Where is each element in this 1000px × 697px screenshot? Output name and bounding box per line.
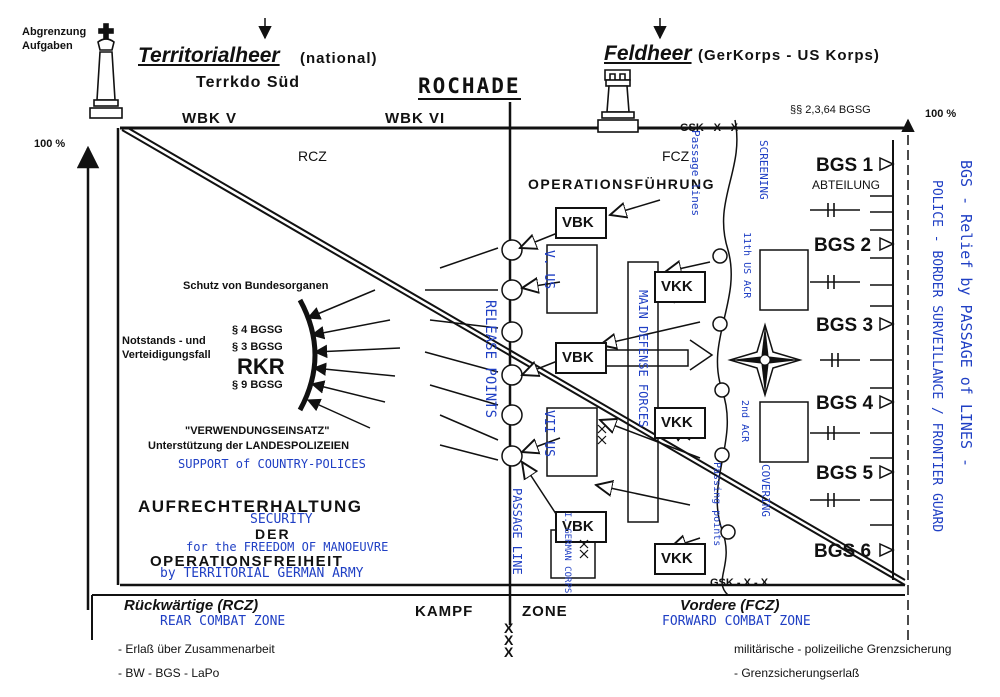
main-defense-handwriting: MAIN DEFENSE FORCES xyxy=(636,290,650,428)
schutz-label: Schutz von Bundesorganen xyxy=(183,280,329,292)
territorialheer-title: Territorialheer xyxy=(138,44,280,67)
pct-right-label: 100 % xyxy=(925,108,957,120)
bgsg-reference: §§ 2,3,64 BGSG xyxy=(790,104,871,116)
german-corps-handwriting: I. GERMAN CORPS xyxy=(562,512,572,594)
us7-handwriting: VII US xyxy=(541,410,556,457)
gsk-bottom-label: GSK - X - X xyxy=(710,577,769,589)
passing-points-handwriting: Passing points xyxy=(711,462,722,547)
erlass-note: - Erlaß über Zusammenarbeit xyxy=(118,642,275,656)
rcz-bottom-label: Rückwärtige (RCZ) xyxy=(124,597,259,614)
second-acr-handwriting: 2nd ACR xyxy=(739,400,750,443)
us5-handwriting: V. US xyxy=(541,250,556,290)
bgs-6-label: BGS 6 xyxy=(814,541,872,562)
feldheer-title: Feldheer xyxy=(604,42,692,65)
king-icon xyxy=(89,23,123,119)
terrkdo-label: Terrkdo Süd xyxy=(196,74,301,91)
bgsg-p3-label: § 3 BGSG xyxy=(232,341,283,353)
operations-label: OPERATIONSFÜHRUNG xyxy=(528,176,716,192)
vbk-box-3: VBK xyxy=(562,518,594,535)
bgs-relief-handwriting: BGS - Relief by PASSAGE of LINES - xyxy=(957,160,975,468)
bw-bgs-note: - BW - BGS - LaPo xyxy=(118,666,220,680)
bgs-4-label: BGS 4 xyxy=(816,393,874,414)
chevron-icon xyxy=(689,339,714,371)
abteilung-label: ABTEILUNG xyxy=(812,178,881,192)
wbk6-label: WBK VI xyxy=(385,110,446,127)
covering-handwriting: COVERING xyxy=(759,464,772,517)
abgrenzung-label: Abgrenzung xyxy=(22,26,87,38)
bgs-3-label: BGS 3 xyxy=(816,315,874,336)
vbk-box-1: VBK xyxy=(562,214,594,231)
gsk-top-label: GSK - X - X xyxy=(680,122,739,134)
aufrecht-line3: OPERATIONSFREIHEIT xyxy=(150,553,344,570)
verwendung-label: "VERWENDUNGSEINSATZ" xyxy=(185,425,330,437)
vbk-box-2: VBK xyxy=(562,349,594,366)
diagonal-line-b xyxy=(127,127,906,581)
vkk-box-3: VKK xyxy=(661,550,693,567)
fcz-label: FCZ xyxy=(662,148,690,164)
bgs-2-label: BGS 2 xyxy=(814,235,872,256)
freedom-handwriting: for the FREEDOM OF MANOEUVRE xyxy=(186,540,389,554)
screening-handwriting: SCREENING xyxy=(757,140,770,200)
eleventh-acr-handwriting: 11th US ACR xyxy=(741,232,752,299)
police-border-handwriting: POLICE - BORDER SURVEILLANCE / FRONTIER … xyxy=(929,180,944,533)
aufgaben-label: Aufgaben xyxy=(22,40,73,52)
rook-icon xyxy=(597,69,639,133)
militaer-note: militärische - polizeiliche Grenzsicheru… xyxy=(734,642,952,656)
notstand-label-1: Notstands - und xyxy=(122,335,206,347)
rkr-label: RKR xyxy=(237,354,285,379)
bgsg-p4-label: § 4 BGSG xyxy=(232,324,283,336)
bgs-5-label: BGS 5 xyxy=(816,463,874,484)
notstand-label-2: Verteidigungsfall xyxy=(122,349,211,361)
rochade-title: ROCHADE xyxy=(418,74,521,100)
support-handwriting: SUPPORT of COUNTRY-POLICES xyxy=(178,457,366,471)
forward-combat-handwriting: FORWARD COMBAT ZONE xyxy=(662,614,811,629)
bgsg-p9-label: § 9 BGSG xyxy=(232,379,283,391)
fcz-bottom-label: Vordere (FCZ) xyxy=(680,597,780,614)
pct-left-label: 100 % xyxy=(34,138,66,150)
unterstuetzung-label: Unterstützung der LANDESPOLIZEIEN xyxy=(148,440,350,452)
national-label: (national) xyxy=(300,50,378,67)
security-handwriting: SECURITY xyxy=(250,512,313,527)
xxx-marker: XXX xyxy=(504,620,514,660)
diagonal-line-a xyxy=(121,129,906,586)
vkk-box-1: VKK xyxy=(661,278,693,295)
compass-rose-icon xyxy=(727,322,803,398)
der-label: DER xyxy=(255,526,291,542)
grenz-note: - Grenzsicherungserlaß xyxy=(734,666,860,680)
by-territorial-handwriting: by TERRITORIAL GERMAN ARMY xyxy=(160,566,364,581)
vkk-box-2: VKK xyxy=(661,414,693,431)
rcz-label: RCZ xyxy=(298,148,327,164)
korps-label: (GerKorps - US Korps) xyxy=(698,47,880,64)
kampf-label: KAMPF xyxy=(415,603,474,620)
aufrecht-line1: AUFRECHTERHALTUNG xyxy=(138,497,363,516)
rear-combat-handwriting: REAR COMBAT ZONE xyxy=(160,614,286,629)
wbk5-label: WBK V xyxy=(182,110,237,127)
passage-lines-handwriting: Passage lines xyxy=(689,130,702,217)
bgs-1-label: BGS 1 xyxy=(816,155,874,176)
release-points-handwriting: RELEASE POINTS xyxy=(482,300,498,419)
passage-line-handwriting: PASSAGE LINE xyxy=(510,488,524,575)
zone-label: ZONE xyxy=(522,603,568,620)
